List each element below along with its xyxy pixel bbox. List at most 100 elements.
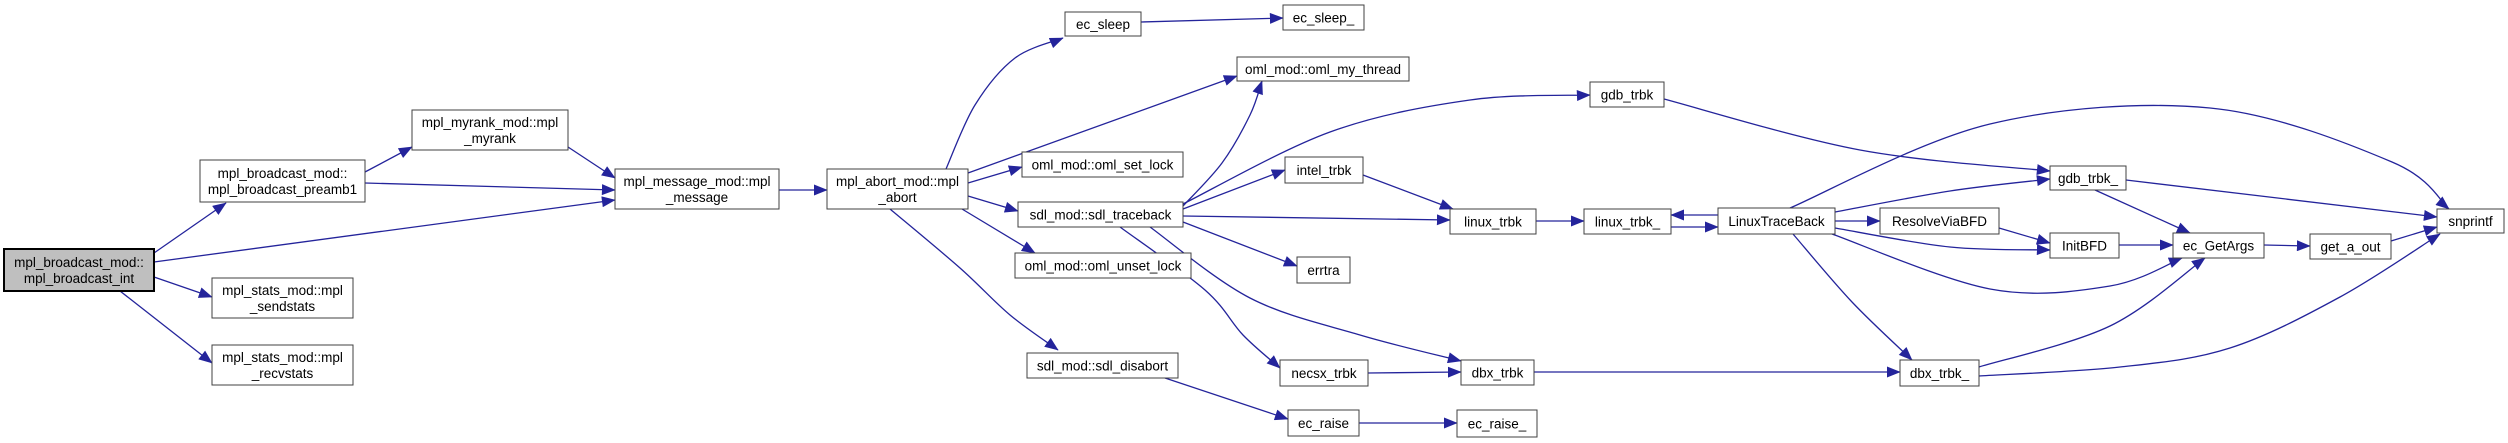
- node-label: mpl_broadcast_int: [24, 271, 135, 286]
- node-label: mpl_abort_mod::mpl: [836, 174, 959, 189]
- graph-node-necsx_trbk[interactable]: necsx_trbk: [1279, 359, 1369, 387]
- node-label: snprintf: [2448, 214, 2493, 229]
- node-label: mpl_broadcast_mod::: [14, 255, 144, 270]
- node-label: mpl_stats_mod::mpl: [222, 283, 343, 298]
- edge-gdb_trbk_-to-ec_GetArgs: [2094, 189, 2191, 234]
- graph-node-message[interactable]: mpl_message_mod::mpl_message: [614, 168, 780, 210]
- edge-sdl_disabort-to-ec_raise: [1164, 377, 1289, 421]
- edge-broadcast_int-to-message: [153, 196, 616, 263]
- node-label: _abort: [877, 190, 917, 205]
- edge-gdb_trbk_-to-snprintf: [2125, 179, 2438, 221]
- edge-ResolveViaBFD-to-InitBFD: [1998, 227, 2051, 245]
- node-label: _message: [665, 190, 728, 205]
- graph-node-ec_sleep[interactable]: ec_sleep: [1064, 11, 1142, 37]
- edge-get_a_out-to-snprintf: [2390, 225, 2438, 242]
- node-label: gdb_trbk: [1601, 87, 1654, 102]
- graph-node-sendstats[interactable]: mpl_stats_mod::mpl_sendstats: [211, 277, 354, 319]
- edge-sdl_traceback-to-linux_trbk: [1182, 214, 1451, 226]
- node-label: intel_trbk: [1297, 163, 1352, 178]
- node-label: linux_trbk_: [1595, 214, 1661, 229]
- graph-node-linux_trbk[interactable]: linux_trbk: [1449, 208, 1537, 235]
- node-label: gdb_trbk_: [2058, 171, 2119, 186]
- node-label: oml_mod::oml_set_lock: [1032, 157, 1174, 172]
- node-label: ec_sleep_: [1293, 10, 1355, 25]
- graph-node-intel_trbk[interactable]: intel_trbk: [1284, 156, 1364, 184]
- edge-LinuxTraceBack-to-dbx_trbk_: [1792, 233, 1913, 361]
- edge-abort-to-ec_sleep: [945, 37, 1064, 170]
- node-label: ResolveViaBFD: [1892, 214, 1987, 229]
- edge-abort-to-sdl_traceback: [967, 195, 1019, 213]
- node-label: mpl_message_mod::mpl: [623, 174, 770, 189]
- graph-node-get_a_out[interactable]: get_a_out: [2309, 233, 2392, 260]
- edge-broadcast_preamb1-to-myrank: [364, 146, 413, 173]
- graph-node-oml_unset_lock[interactable]: oml_mod::oml_unset_lock: [1014, 252, 1192, 279]
- node-label: ec_GetArgs: [2183, 238, 2255, 253]
- edge-gdb_trbk-to-gdb_trbk_: [1663, 98, 2051, 176]
- node-label: dbx_trbk: [1472, 365, 1524, 380]
- node-label: linux_trbk: [1464, 214, 1522, 229]
- node-label: mpl_broadcast_preamb1: [208, 182, 357, 197]
- edge-LinuxTraceBack-to-ec_GetArgs: [1831, 233, 2183, 294]
- edge-sdl_traceback-to-oml_my_thread: [1182, 80, 1263, 207]
- edge-broadcast_preamb1-to-message: [364, 182, 616, 196]
- graph-node-gdb_trbk[interactable]: gdb_trbk: [1589, 81, 1665, 108]
- graph-node-sdl_disabort[interactable]: sdl_mod::sdl_disabort: [1026, 352, 1179, 379]
- graph-node-sdl_traceback[interactable]: sdl_mod::sdl_traceback: [1017, 201, 1184, 228]
- graph-node-linux_trbk_[interactable]: linux_trbk_: [1583, 208, 1672, 235]
- edge-LinuxTraceBack-to-snprintf: [1789, 104, 2450, 210]
- graph-node-abort[interactable]: mpl_abort_mod::mpl_abort: [826, 168, 969, 210]
- node-label: _recvstats: [251, 366, 314, 381]
- graph-node-ec_sleep_[interactable]: ec_sleep_: [1282, 4, 1365, 31]
- graph-node-gdb_trbk_[interactable]: gdb_trbk_: [2049, 165, 2127, 191]
- node-label: ec_raise: [1298, 416, 1349, 431]
- graph-node-oml_my_thread[interactable]: oml_mod::oml_my_thread: [1236, 56, 1410, 82]
- node-label: sdl_mod::sdl_traceback: [1030, 207, 1172, 222]
- edge-LinuxTraceBack-to-InitBFD: [1834, 227, 2051, 256]
- node-label: _sendstats: [249, 299, 316, 314]
- graph-node-recvstats[interactable]: mpl_stats_mod::mpl_recvstats: [211, 344, 354, 386]
- node-label: mpl_broadcast_mod::: [218, 166, 348, 181]
- graph-node-InitBFD[interactable]: InitBFD: [2049, 232, 2120, 259]
- graph-node-snprintf[interactable]: snprintf: [2436, 208, 2505, 234]
- graph-node-ResolveViaBFD[interactable]: ResolveViaBFD: [1879, 207, 2000, 235]
- graph-node-broadcast_preamb1[interactable]: mpl_broadcast_mod::mpl_broadcast_preamb1: [199, 159, 366, 203]
- edge-dbx_trbk_-to-snprintf: [1978, 233, 2441, 377]
- edge-necsx_trbk-to-dbx_trbk: [1367, 366, 1462, 378]
- edge-ec_sleep-to-ec_sleep_: [1140, 12, 1284, 24]
- graph-node-broadcast_int[interactable]: mpl_broadcast_mod::mpl_broadcast_int: [3, 248, 155, 292]
- graph-node-dbx_trbk_[interactable]: dbx_trbk_: [1899, 359, 1980, 387]
- node-label: oml_mod::oml_my_thread: [1245, 62, 1401, 77]
- edge-broadcast_int-to-broadcast_preamb1: [153, 202, 227, 254]
- node-label: ec_sleep: [1076, 17, 1130, 32]
- graph-node-ec_GetArgs[interactable]: ec_GetArgs: [2172, 232, 2265, 259]
- edge-sdl_traceback-to-gdb_trbk: [1182, 90, 1591, 205]
- edge-dbx_trbk_-to-ec_GetArgs: [1978, 257, 2206, 368]
- graph-node-ec_raise_[interactable]: ec_raise_: [1456, 409, 1538, 438]
- node-label: sdl_mod::sdl_disabort: [1037, 358, 1169, 373]
- graph-node-myrank[interactable]: mpl_myrank_mod::mpl_myrank: [411, 109, 569, 151]
- graph-node-oml_set_lock[interactable]: oml_mod::oml_set_lock: [1021, 151, 1184, 178]
- node-label: InitBFD: [2062, 238, 2107, 253]
- edge-abort-to-oml_set_lock: [967, 165, 1023, 184]
- edge-abort-to-oml_unset_lock: [961, 208, 1036, 254]
- node-label: ec_raise_: [1468, 416, 1527, 431]
- edge-abort-to-oml_my_thread: [967, 75, 1238, 174]
- edge-sdl_traceback-to-errtra: [1182, 221, 1298, 267]
- node-label: necsx_trbk: [1291, 366, 1357, 381]
- edge-ec_GetArgs-to-get_a_out: [2263, 240, 2311, 252]
- graph-node-errtra[interactable]: errtra: [1296, 256, 1351, 284]
- graph-node-ec_raise[interactable]: ec_raise: [1287, 409, 1360, 437]
- edge-broadcast_int-to-sendstats: [153, 276, 213, 298]
- graph-node-dbx_trbk[interactable]: dbx_trbk: [1460, 359, 1535, 386]
- node-label: get_a_out: [2320, 239, 2380, 254]
- node-label: LinuxTraceBack: [1728, 214, 1825, 229]
- graph-node-LinuxTraceBack[interactable]: LinuxTraceBack: [1717, 207, 1836, 235]
- edge-sdl_traceback-to-dbx_trbk: [1149, 226, 1462, 364]
- node-label: errtra: [1307, 263, 1340, 278]
- node-label: mpl_stats_mod::mpl: [222, 350, 343, 365]
- edge-broadcast_int-to-recvstats: [119, 290, 213, 364]
- edge-myrank-to-message: [567, 146, 616, 179]
- node-label: oml_mod::oml_unset_lock: [1025, 258, 1182, 273]
